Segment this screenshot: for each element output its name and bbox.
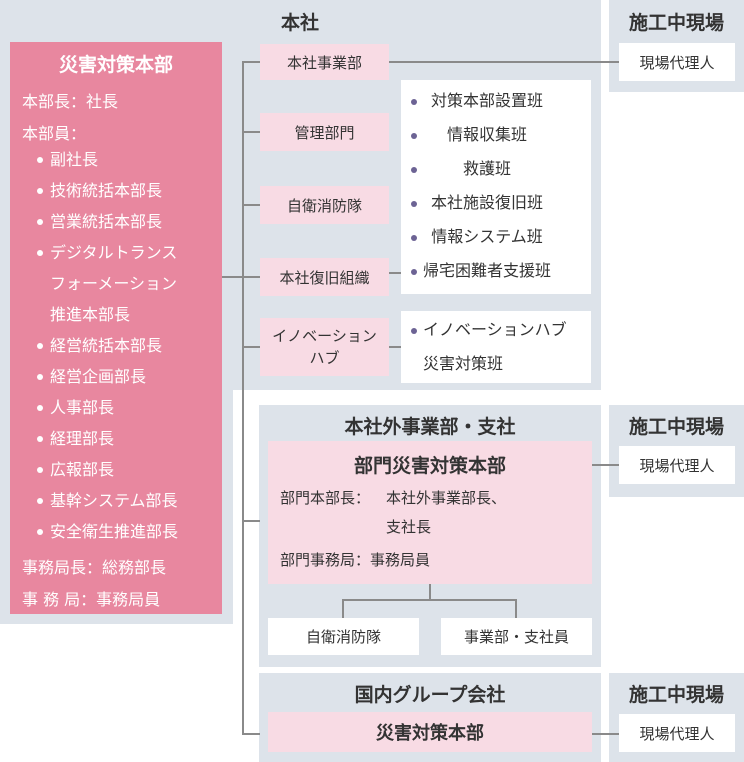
site-title-2: 施工中現場 [628,416,724,438]
site-agent-2: 現場代理人 [619,446,735,484]
unit-business-dept: 本社事業部 [260,44,389,80]
recovery-teams-box: 対策本部設置班 情報収集班 救護班 本社施設復旧班 情報システム班 帰宅困難者支… [401,80,591,294]
innovation-team-line2: 災害対策班 [423,354,504,373]
team-item: 本社施設復旧班 [409,186,551,220]
trunk-line [242,62,244,735]
unit-innovation-hub: イノベーション ハブ [260,318,389,376]
connector-innovation [242,346,260,348]
branch-head-value-1: 本社外事業部長、 [386,489,507,507]
connector-branch-right [515,599,517,618]
team-item: 情報収集班 [409,118,551,152]
member-item: 営業統括本部長 [36,206,178,237]
member-item: 経営企画部長 [36,361,178,392]
site-agent-1: 現場代理人 [619,43,735,81]
site-title-3: 施工中現場 [628,684,724,706]
member-item: 広報部長 [36,454,178,485]
hq-title: 本社 [280,12,319,34]
main-box-connector [222,276,243,278]
team-item: 救護班 [409,152,551,186]
group-title: 国内グループ会社 [354,684,506,706]
hq-head-line: 本部長：社長 [22,92,119,111]
connector-business [242,61,260,63]
connector-recovery [242,276,260,278]
connector-site-1 [389,61,619,63]
connector-fire [242,204,260,206]
hq-members-label: 本部員： [22,124,87,143]
branch-fire-brigade: 自衛消防隊 [268,618,419,655]
connector-branch-horizontal [342,599,517,601]
team-item: 情報システム班 [409,220,551,254]
secretariat: 事 務 局：事務局員 [22,590,161,609]
branch-disaster-hq-title: 部門災害対策本部 [353,455,506,477]
member-item: 経営統括本部長 [36,330,178,361]
site-title-1: 施工中現場 [628,12,724,34]
connector-site-3 [592,733,619,735]
branches-title: 本社外事業部・支社 [344,416,516,438]
unit-recovery-org: 本社復旧組織 [260,258,389,296]
member-item: 技術統括本部長 [36,175,178,206]
connector-branch-down [429,584,431,600]
hq-members-list: 副社長 技術統括本部長 営業統括本部長 デジタルトランス フォーメーション 推進… [36,144,178,547]
connector-recovery-teams [389,272,401,274]
branch-staff: 事業部・支社員 [441,618,592,655]
member-item: 人事部長 [36,392,178,423]
team-item: 帰宅困難者支援班 [409,254,551,288]
member-item: 安全衛生推進部長 [36,516,178,547]
branch-head-label: 部門本部長： [280,489,371,507]
branch-head-value-2: 支社長 [386,518,432,536]
unit-fire-brigade: 自衛消防隊 [260,186,389,224]
secretariat-head: 事務局長：総務部長 [22,558,167,577]
member-item: 基幹システム部長 [36,485,178,516]
innovation-team-box: イノベーションハブ 災害対策班 [401,311,591,383]
connector-group [242,733,260,735]
unit-innovation-hub-line2: ハブ [309,349,340,367]
branch-disaster-hq-box: 部門災害対策本部 部門本部長： 本社外事業部長、 支社長 部門事務局：事務局員 [268,441,592,584]
connector-site-2 [592,464,619,466]
hq-disaster-hq-title: 災害対策本部 [58,54,173,76]
member-item: 経理部長 [36,423,178,454]
group-disaster-hq-box: 災害対策本部 [268,712,592,752]
unit-management-dept: 管理部門 [260,113,389,151]
connector-branches [242,520,260,522]
connector-branch-left [342,599,344,618]
recovery-teams-list: 対策本部設置班 情報収集班 救護班 本社施設復旧班 情報システム班 帰宅困難者支… [409,84,551,288]
member-item-continued: フォーメーション [50,274,178,293]
member-item: デジタルトランス [36,237,178,268]
connector-management [242,131,260,133]
innovation-team-list: イノベーションハブ [409,313,567,347]
branch-secretariat: 部門事務局：事務局員 [280,551,431,569]
team-item: 対策本部設置班 [409,84,551,118]
unit-innovation-hub-line1: イノベーション [272,327,377,345]
member-item: 副社長 [36,144,178,175]
hq-disaster-hq-box: 災害対策本部 本部長：社長 本部員： 副社長 技術統括本部長 営業統括本部長 デ… [10,42,222,614]
site-agent-3: 現場代理人 [619,714,735,752]
connector-innovation-team [389,346,401,348]
innovation-team-item: イノベーションハブ [409,313,567,347]
member-item-continued: 推進本部長 [50,305,131,324]
